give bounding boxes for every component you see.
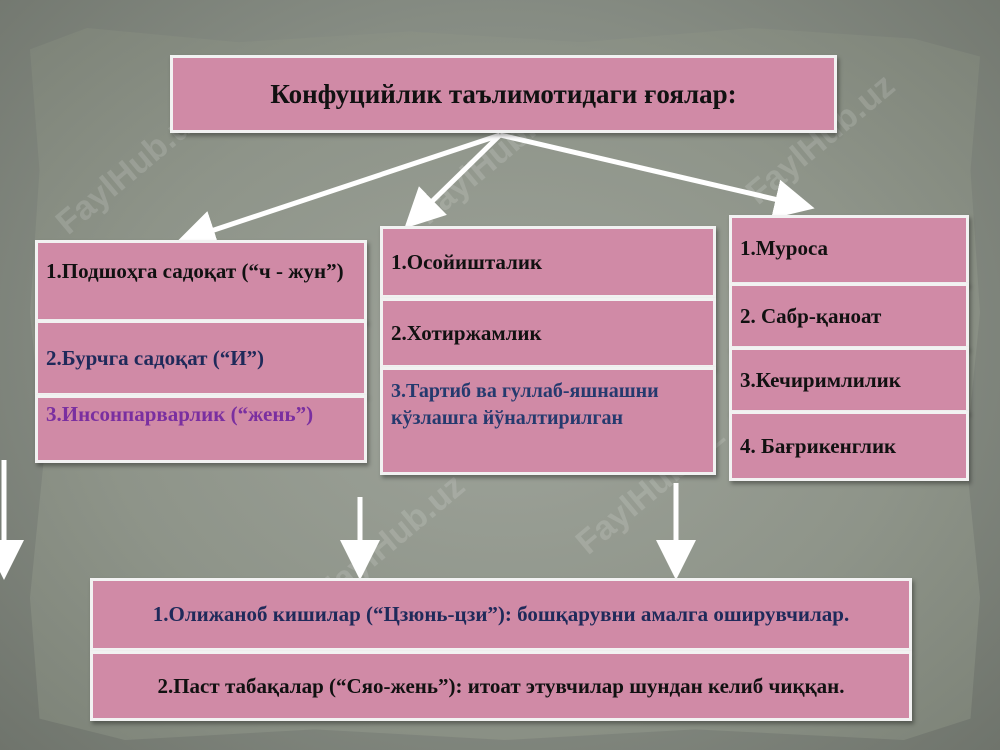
arrow-to-right-column [499,132,815,219]
right-item-2: 2. Сабр-қаноат [729,283,969,349]
left-item-2: 2.Бурчга садоқат (“И”) [35,320,367,396]
left-item-2-text: 2.Бурчга садоқат (“И”) [46,345,265,370]
right-item-3: 3.Кечиримлилик [729,347,969,413]
left-item-1: 1.Подшоҳга садоқат (“ч - жун”) [35,240,367,322]
middle-item-1-text: 1.Осойишталик [391,249,543,274]
bottom-item-1: 1.Олижаноб кишилар (“Цзюнь-цзи”): бошқар… [90,578,912,651]
bottom-item-2-text: 2.Паст табақалар (“Сяо-жень”): итоат эту… [157,673,845,698]
right-item-4-text: 4. Бағрикенглик [740,433,897,458]
right-item-2-text: 2. Сабр-қаноат [740,303,882,328]
middle-item-2: 2.Хотиржамлик [380,298,716,368]
right-item-1: 1.Муроса [729,215,969,285]
left-item-3: 3.Инсонпарварлик (“жень”) [35,395,367,463]
arrow-to-left-column [175,132,501,250]
left-item-1-text: 1.Подшоҳга садоқат (“ч - жун”) [46,259,344,283]
middle-item-3-text: 3.Тартиб ва гуллаб-яшнашни кўзлашга йўна… [391,380,659,429]
middle-item-2-text: 2.Хотиржамлик [391,320,542,345]
title-box: Конфуцийлик таълимотидаги ғоялар: [170,55,837,133]
left-item-3-text: 3.Инсонпарварлик (“жень”) [46,402,314,426]
right-item-1-text: 1.Муроса [740,236,829,260]
bottom-item-1-text: 1.Олижаноб кишилар (“Цзюнь-цзи”): бошқар… [152,602,850,627]
right-item-3-text: 3.Кечиримлилик [740,367,901,392]
title-text: Конфуцийлик таълимотидаги ғоялар: [270,78,737,109]
bottom-item-2: 2.Паст табақалар (“Сяо-жень”): итоат эту… [90,651,912,721]
middle-item-1: 1.Осойишталик [380,226,716,298]
right-item-4: 4. Бағрикенглик [729,411,969,481]
middle-item-3: 3.Тартиб ва гуллаб-яшнашни кўзлашга йўна… [380,367,716,475]
arrow-to-middle-column [404,133,502,229]
